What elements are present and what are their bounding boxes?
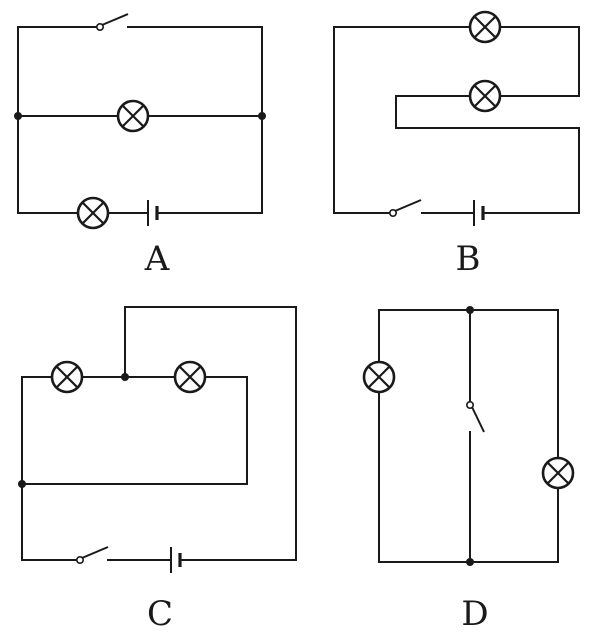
circuit-c-right-lamp-icon (173, 360, 207, 394)
circuit-b-switch-icon (388, 199, 422, 218)
circuit-d-left-lamp-icon (362, 360, 396, 394)
circuit-c: C (18, 306, 297, 634)
circuit-c-left-lamp-icon (50, 360, 84, 394)
circuit-d-top-junction-dot (466, 306, 474, 314)
circuit-a-switch-icon (96, 13, 129, 31)
diagram-label-a: A (144, 239, 170, 279)
circuit-a-right-junction-dot (258, 112, 266, 120)
circuit-d-wires (378, 309, 559, 563)
circuit-a: A (14, 13, 266, 279)
circuit-a-left-junction-dot (14, 112, 22, 120)
circuit-c-middle-junction-dot (121, 373, 129, 381)
circuit-b-second-lamp-icon (468, 79, 502, 113)
diagram-label-c: C (147, 594, 173, 634)
circuit-c-battery-icon (170, 547, 182, 573)
circuit-c-switch-icon (76, 546, 109, 564)
circuit-a-bottom-lamp-icon (76, 196, 110, 230)
circuit-b-wires (333, 26, 580, 214)
circuit-d: D (362, 306, 575, 634)
circuit-b-battery-icon (473, 200, 485, 226)
circuit-a-middle-lamp-icon (116, 99, 150, 133)
circuit-a-battery-icon (147, 200, 159, 226)
diagram-label-d: D (461, 594, 488, 634)
circuit-d-bottom-junction-dot (466, 558, 474, 566)
circuit-d-switch-icon (465, 400, 485, 433)
diagram-label-b: B (456, 239, 481, 279)
circuit-b: B (333, 10, 580, 279)
circuit-c-wires (21, 306, 297, 561)
circuit-b-top-lamp-icon (468, 10, 502, 44)
circuit-d-right-lamp-icon (541, 456, 575, 490)
circuit-c-left-junction-dot (18, 480, 26, 488)
